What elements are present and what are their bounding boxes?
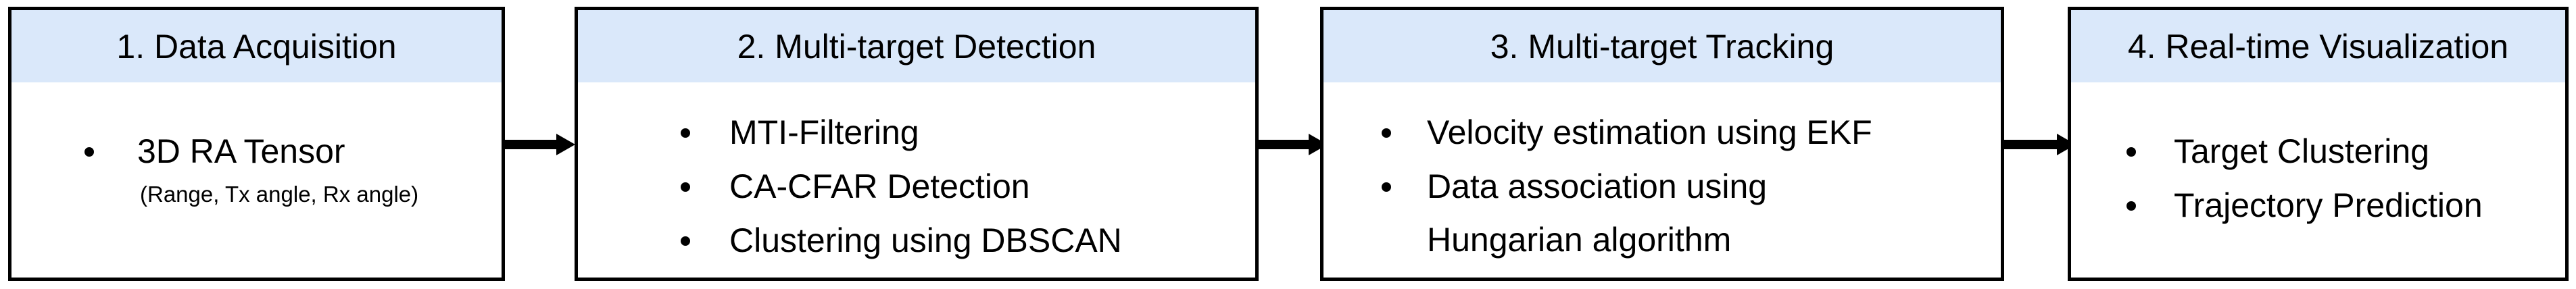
- bullet-icon: [1382, 128, 1391, 138]
- item-text: Target Clustering: [2174, 132, 2429, 170]
- bullet-list: 3D RA Tensor (Range, Tx angle, Rx angle): [11, 124, 502, 211]
- block-body: MTI-Filtering CA-CFAR Detection Clusteri…: [578, 82, 1255, 278]
- item-text: 3D RA Tensor: [137, 132, 345, 170]
- list-item: 3D RA Tensor (Range, Tx angle, Rx angle): [11, 124, 502, 211]
- bullet-list: Target Clustering Trajectory Prediction: [2071, 124, 2565, 232]
- block-data-acquisition: 1. Data Acquisition 3D RA Tensor (Range,…: [8, 7, 505, 281]
- item-text: MTI-Filtering: [729, 113, 919, 151]
- item-text: CA-CFAR Detection: [729, 167, 1030, 205]
- list-item: Target Clustering: [2071, 124, 2565, 178]
- list-item: MTI-Filtering: [578, 105, 1255, 159]
- bullet-list: MTI-Filtering CA-CFAR Detection Clusteri…: [578, 105, 1255, 267]
- block-multi-target-tracking: 3. Multi-target Tracking Velocity estima…: [1320, 7, 2004, 281]
- bullet-icon: [1382, 182, 1391, 192]
- block-title: 4. Real-time Visualization: [2071, 10, 2565, 82]
- bullet-icon: [2127, 147, 2136, 157]
- bullet-icon: [681, 128, 690, 138]
- block-body: Velocity estimation using EKF Data assoc…: [1323, 82, 2001, 278]
- arrow-shaft: [2004, 140, 2068, 149]
- arrow-right-icon: [556, 134, 575, 155]
- bullet-list: Velocity estimation using EKF Data assoc…: [1323, 105, 2001, 266]
- item-text: Velocity estimation using EKF: [1427, 113, 1872, 151]
- list-item: Data association using Hungarian algorit…: [1323, 159, 2001, 266]
- block-title: 1. Data Acquisition: [11, 10, 502, 82]
- block-title: 2. Multi-target Detection: [578, 10, 1255, 82]
- bullet-icon: [681, 182, 690, 192]
- block-multi-target-detection: 2. Multi-target Detection MTI-Filtering …: [575, 7, 1259, 281]
- bullet-icon: [84, 147, 94, 157]
- list-item: CA-CFAR Detection: [578, 159, 1255, 213]
- arrow-shaft: [1259, 140, 1319, 149]
- item-note: (Range, Tx angle, Rx angle): [140, 182, 419, 207]
- bullet-icon: [2127, 201, 2136, 211]
- item-text: Trajectory Prediction: [2174, 186, 2483, 224]
- block-title: 3. Multi-target Tracking: [1323, 10, 2001, 82]
- block-real-time-visualization: 4. Real-time Visualization Target Cluste…: [2068, 7, 2569, 281]
- item-text: Clustering using DBSCAN: [729, 221, 1122, 259]
- list-item: Velocity estimation using EKF: [1323, 105, 2001, 159]
- bullet-icon: [681, 236, 690, 246]
- item-text: Data association using: [1427, 167, 1768, 205]
- list-item: Clustering using DBSCAN: [578, 213, 1255, 267]
- arrow-shaft: [505, 140, 567, 149]
- list-item: Trajectory Prediction: [2071, 178, 2565, 232]
- block-body: 3D RA Tensor (Range, Tx angle, Rx angle): [11, 82, 502, 278]
- item-text-continuation: Hungarian algorithm: [1427, 221, 1732, 259]
- block-body: Target Clustering Trajectory Prediction: [2071, 82, 2565, 278]
